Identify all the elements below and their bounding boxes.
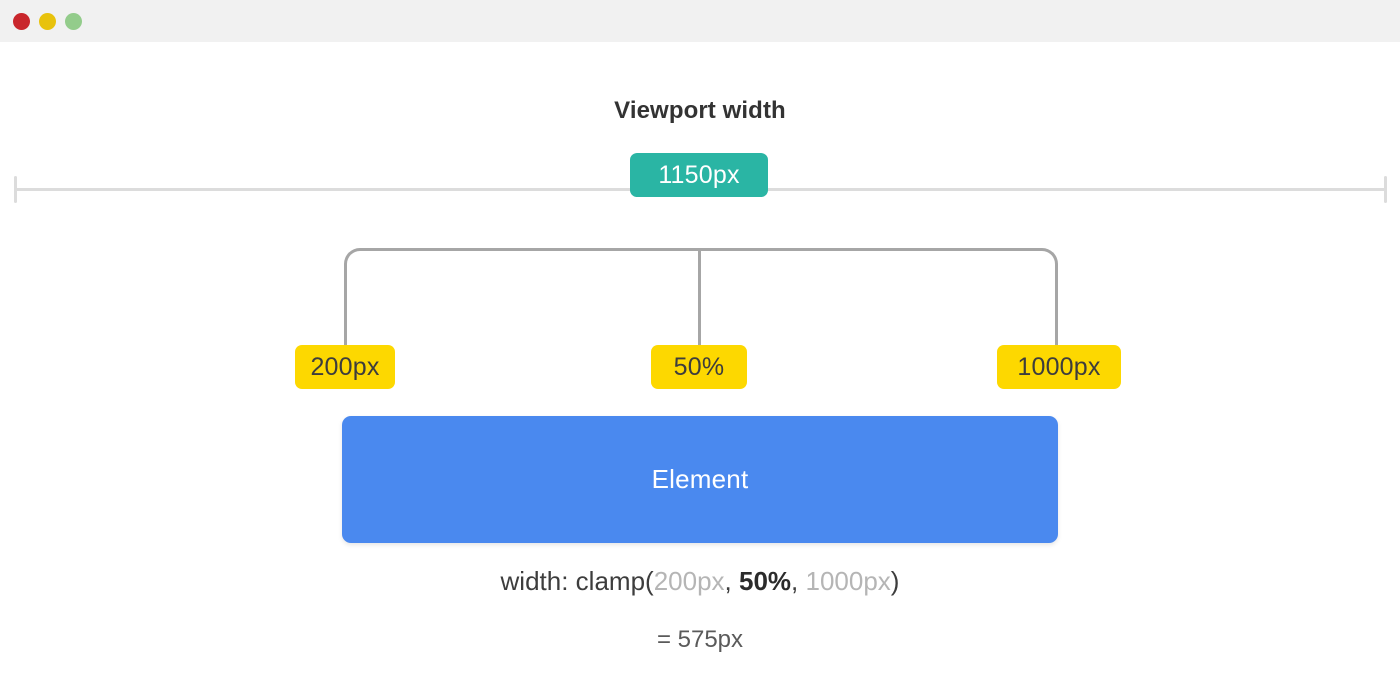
window-titlebar bbox=[0, 0, 1400, 42]
formula-max-value: 1000px bbox=[805, 566, 891, 596]
formula-min-value: 200px bbox=[653, 566, 725, 596]
clamp-preferred-badge: 50% bbox=[651, 345, 747, 389]
formula-preferred-value: 50% bbox=[738, 566, 792, 596]
clamp-bracket-mid-tick bbox=[698, 249, 701, 346]
traffic-light-group bbox=[13, 13, 82, 30]
minimize-window-button[interactable] bbox=[39, 13, 56, 30]
clamp-formula: width: clamp(200px, 50%, 1000px) bbox=[0, 566, 1400, 597]
computed-result: = 575px bbox=[656, 626, 744, 653]
viewport-width-badge: 1150px bbox=[630, 153, 768, 197]
element-box: Element bbox=[342, 416, 1058, 543]
page-title: Viewport width bbox=[614, 97, 786, 124]
formula-property: width: clamp( bbox=[500, 566, 654, 596]
ruler-cap-right bbox=[1384, 176, 1387, 203]
clamp-min-badge: 200px bbox=[295, 345, 395, 389]
ruler-cap-left bbox=[14, 176, 17, 203]
close-window-button[interactable] bbox=[13, 13, 30, 30]
maximize-window-button[interactable] bbox=[65, 13, 82, 30]
clamp-bracket bbox=[344, 248, 1058, 348]
formula-separator-1: , bbox=[724, 566, 739, 596]
formula-separator-2: , bbox=[791, 566, 806, 596]
element-box-label: Element bbox=[651, 464, 749, 494]
clamp-max-badge: 1000px bbox=[997, 345, 1121, 389]
diagram-canvas: Viewport width 1150px 200px 50% 1000px E… bbox=[0, 42, 1400, 698]
formula-close-paren: ) bbox=[890, 566, 900, 596]
